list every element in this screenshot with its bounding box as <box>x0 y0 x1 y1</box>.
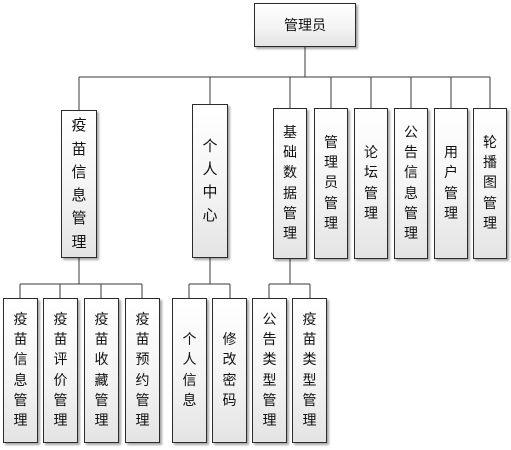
node-label: 疫苗类型管理 <box>302 311 317 430</box>
node-label: 论坛管理 <box>363 144 378 222</box>
node-user-mgmt: 用户管理 <box>434 108 468 259</box>
node-label: 轮播图管理 <box>482 134 497 232</box>
node-personal-center: 个人中心 <box>192 104 228 258</box>
node-forum-mgmt: 论坛管理 <box>354 108 388 259</box>
node-label: 修改密码 <box>222 331 237 409</box>
node-label: 疫苗预约管理 <box>135 311 150 430</box>
node-vaccine-favorite-mgmt: 疫苗收藏管理 <box>84 298 119 443</box>
node-label: 疫苗评价管理 <box>53 311 68 430</box>
node-vaccine-type-mgmt: 疫苗类型管理 <box>292 298 327 443</box>
node-personal-info: 个人信息 <box>172 298 207 443</box>
node-vaccine-review-mgmt: 疫苗评价管理 <box>43 298 78 443</box>
node-vaccine-info-mgmt: 疫苗信息管理 <box>61 110 97 258</box>
node-label: 公告类型管理 <box>262 311 277 430</box>
node-vaccine-info-sub: 疫苗信息管理 <box>3 298 38 443</box>
node-label: 疫苗收藏管理 <box>94 311 109 430</box>
node-change-password: 修改密码 <box>212 298 247 443</box>
node-label: 用户管理 <box>443 144 458 222</box>
node-vaccine-booking-mgmt: 疫苗预约管理 <box>125 298 160 443</box>
node-label: 基础数据管理 <box>282 124 297 243</box>
node-label: 管理员 <box>284 18 326 34</box>
node-admin-root: 管理员 <box>254 3 356 47</box>
node-announcement-type-mgmt: 公告类型管理 <box>252 298 287 443</box>
node-announcement-mgmt: 公告信息管理 <box>394 108 428 259</box>
node-base-data-mgmt: 基础数据管理 <box>273 108 307 259</box>
node-label: 个人信息 <box>182 331 197 409</box>
node-label: 管理员管理 <box>323 134 338 232</box>
node-label: 疫苗信息管理 <box>13 311 28 430</box>
node-label: 公告信息管理 <box>403 124 418 243</box>
node-label: 疫苗信息管理 <box>71 116 87 251</box>
node-label: 个人中心 <box>202 136 218 225</box>
node-admin-mgmt: 管理员管理 <box>314 108 348 259</box>
node-carousel-mgmt: 轮播图管理 <box>473 108 507 259</box>
